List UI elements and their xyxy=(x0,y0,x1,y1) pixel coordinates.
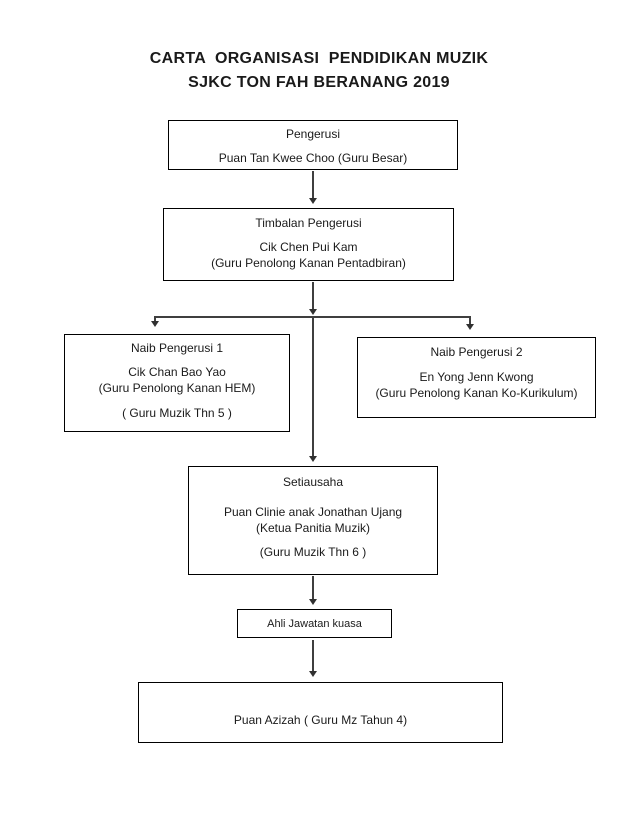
node-setiausaha-note2: (Guru Muzik Thn 6 ) xyxy=(259,545,367,559)
node-member-name: Puan Azizah ( Guru Mz Tahun 4) xyxy=(233,713,408,727)
arrow-down-icon xyxy=(309,198,317,204)
node-pengerusi-name: Puan Tan Kwee Choo (Guru Besar) xyxy=(218,151,408,165)
spacer xyxy=(169,142,457,150)
node-naib2-role: Naib Pengerusi 2 xyxy=(430,345,523,359)
node-naib2-name: En Yong Jenn Kwong xyxy=(419,370,534,384)
node-pengerusi: Pengerusi Puan Tan Kwee Choo (Guru Besar… xyxy=(168,120,458,170)
node-timbalan: Timbalan Pengerusi Cik Chen Pui Kam (Gur… xyxy=(163,208,454,281)
node-timbalan-role: Timbalan Pengerusi xyxy=(255,216,362,230)
node-timbalan-note: (Guru Penolong Kanan Pentadbiran) xyxy=(211,256,406,270)
node-naib1-note2: ( Guru Muzik Thn 5 ) xyxy=(122,406,232,420)
node-member: Puan Azizah ( Guru Mz Tahun 4) xyxy=(138,682,503,743)
node-naib1-role: Naib Pengerusi 1 xyxy=(130,341,224,355)
spacer xyxy=(358,360,595,369)
node-ajk-role: Ahli Jawatan kuasa xyxy=(267,618,362,630)
connector-ajk-member-line xyxy=(312,640,314,672)
connector-pengerusi-timbalan-line xyxy=(312,171,314,199)
spacer xyxy=(189,536,437,544)
node-setiausaha-role: Setiausaha xyxy=(282,475,344,489)
spacer xyxy=(65,356,289,364)
connector-timbalan-branch-line xyxy=(312,282,314,310)
spacer xyxy=(189,490,437,504)
node-naib2-note: (Guru Penolong Kanan Ko-Kurikulum) xyxy=(375,386,578,400)
node-setiausaha-note: (Ketua Panitia Muzik) xyxy=(255,521,371,535)
page-title-line-1: CARTA ORGANISASI PENDIDIKAN MUZIK xyxy=(149,50,489,67)
page-title-line-2: SJKC TON FAH BERANANG 2019 xyxy=(188,74,450,91)
arrow-down-icon xyxy=(151,321,159,327)
node-naib1: Naib Pengerusi 1 Cik Chan Bao Yao (Guru … xyxy=(64,334,290,432)
node-timbalan-name: Cik Chen Pui Kam xyxy=(259,240,358,254)
node-ajk: Ahli Jawatan kuasa xyxy=(237,609,392,638)
connector-branch-setiausaha-line xyxy=(312,316,314,457)
node-pengerusi-role: Pengerusi xyxy=(285,127,341,141)
connector-setiausaha-ajk-line xyxy=(312,576,314,600)
node-naib1-note: (Guru Penolong Kanan HEM) xyxy=(98,381,256,395)
arrow-down-icon xyxy=(466,324,474,330)
connector-branch-naib1-line xyxy=(154,316,156,322)
spacer xyxy=(65,396,289,405)
node-setiausaha: Setiausaha Puan Clinie anak Jonathan Uja… xyxy=(188,466,438,575)
arrow-down-icon xyxy=(309,599,317,605)
node-naib2: Naib Pengerusi 2 En Yong Jenn Kwong (Gur… xyxy=(357,337,596,418)
arrow-down-icon xyxy=(309,309,317,315)
node-setiausaha-name: Puan Clinie anak Jonathan Ujang xyxy=(223,505,403,519)
node-naib1-name: Cik Chan Bao Yao xyxy=(128,365,226,379)
arrow-down-icon xyxy=(309,456,317,462)
arrow-down-icon xyxy=(309,671,317,677)
spacer xyxy=(164,231,453,239)
connector-branch-naib2-line xyxy=(469,316,471,325)
